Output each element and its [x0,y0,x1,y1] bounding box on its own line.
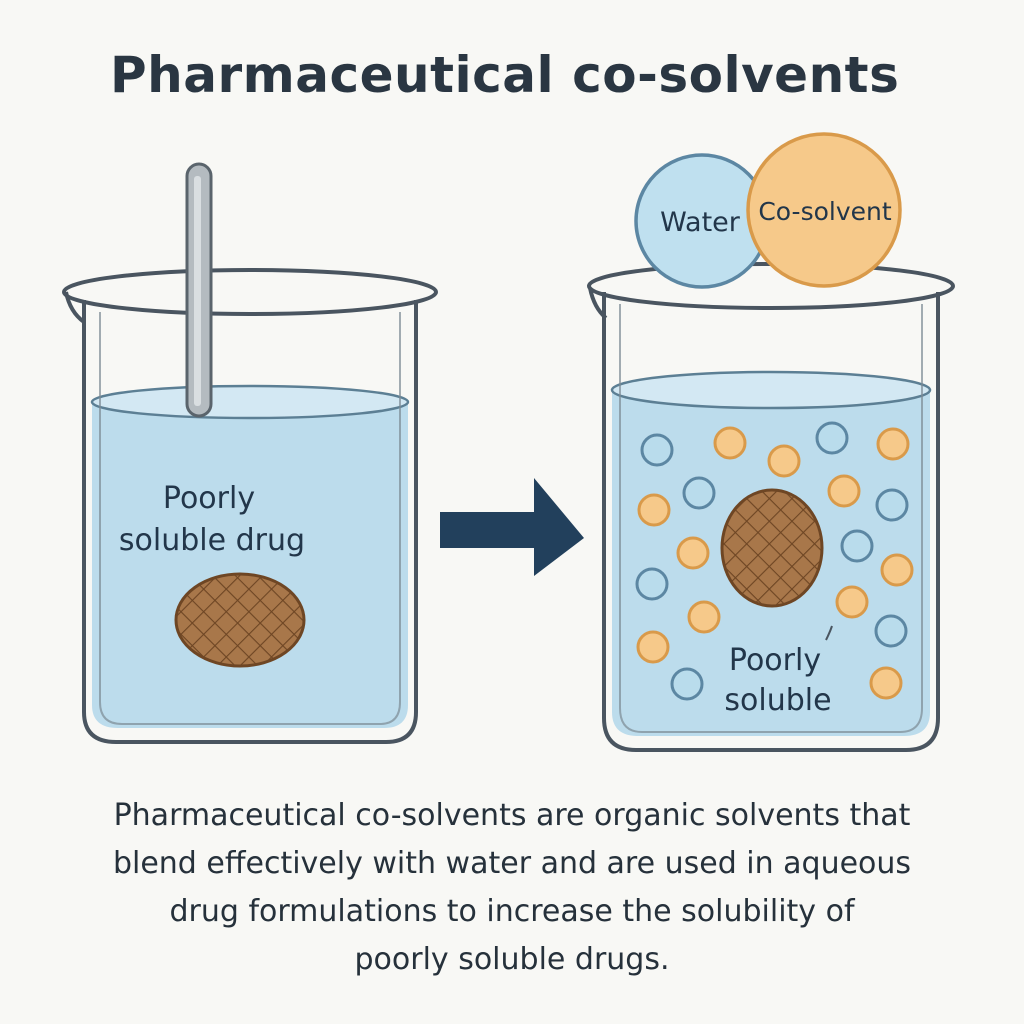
water-particle [875,488,909,522]
left-beaker-wall [82,300,418,744]
caption-line: drug formulations to increase the solubi… [169,894,855,929]
cosolvent-particle [636,630,670,664]
cosolvent-particle [767,444,801,478]
caption: Pharmaceutical co-solvents are organic s… [40,792,984,984]
caption-line: blend effectively with water and are use… [112,846,912,881]
water-particle [635,567,669,601]
water-particles [635,421,909,701]
water-particle [874,614,908,648]
cosolvent-particle [687,600,721,634]
cosolvent-particle [676,536,710,570]
right-label-line1: Poorly [729,643,821,678]
cosolvent-particle [637,493,671,527]
right-label-line2: soluble [724,683,831,718]
water-legend-label: Water [660,207,741,238]
process-arrow [440,478,584,576]
cosolvent-particle [869,666,903,700]
water-particle [670,667,704,701]
water-particle [815,421,849,455]
water-particle [682,476,716,510]
solvent-legend: Water Co-solvent [634,132,902,289]
cosolvent-particle [713,426,747,460]
page-title: Pharmaceutical co-solvents [110,46,900,104]
caption-line: Pharmaceutical co-solvents are organic s… [113,798,911,833]
left-beaker: Poorly soluble drug [62,162,438,744]
left-liquid [92,402,408,728]
cosolvent-particle [827,474,861,508]
cosolvent-legend-label: Co-solvent [758,197,892,226]
left-label-line2: soluble drug [119,523,305,558]
water-particle [640,433,674,467]
cosolvent-particle [876,427,910,461]
right-beaker: Poorly soluble [587,262,955,752]
right-beaker-rim [587,262,955,310]
cosolvent-legend-circle [746,132,902,288]
left-label-line1: Poorly [163,481,255,516]
left-liquid-surface [90,384,410,420]
right-beaker-wall [602,292,940,752]
right-liquid-surface [610,370,932,410]
cosolvent-particle [880,553,914,587]
caption-line: poorly soluble drugs. [354,942,670,977]
cosolvent-particle [835,585,869,619]
cosolvent-particles [636,426,914,700]
drug-particle-right [720,488,824,608]
drug-particle-left [174,572,306,668]
water-particle [840,529,874,563]
left-beaker-rim [62,268,438,316]
